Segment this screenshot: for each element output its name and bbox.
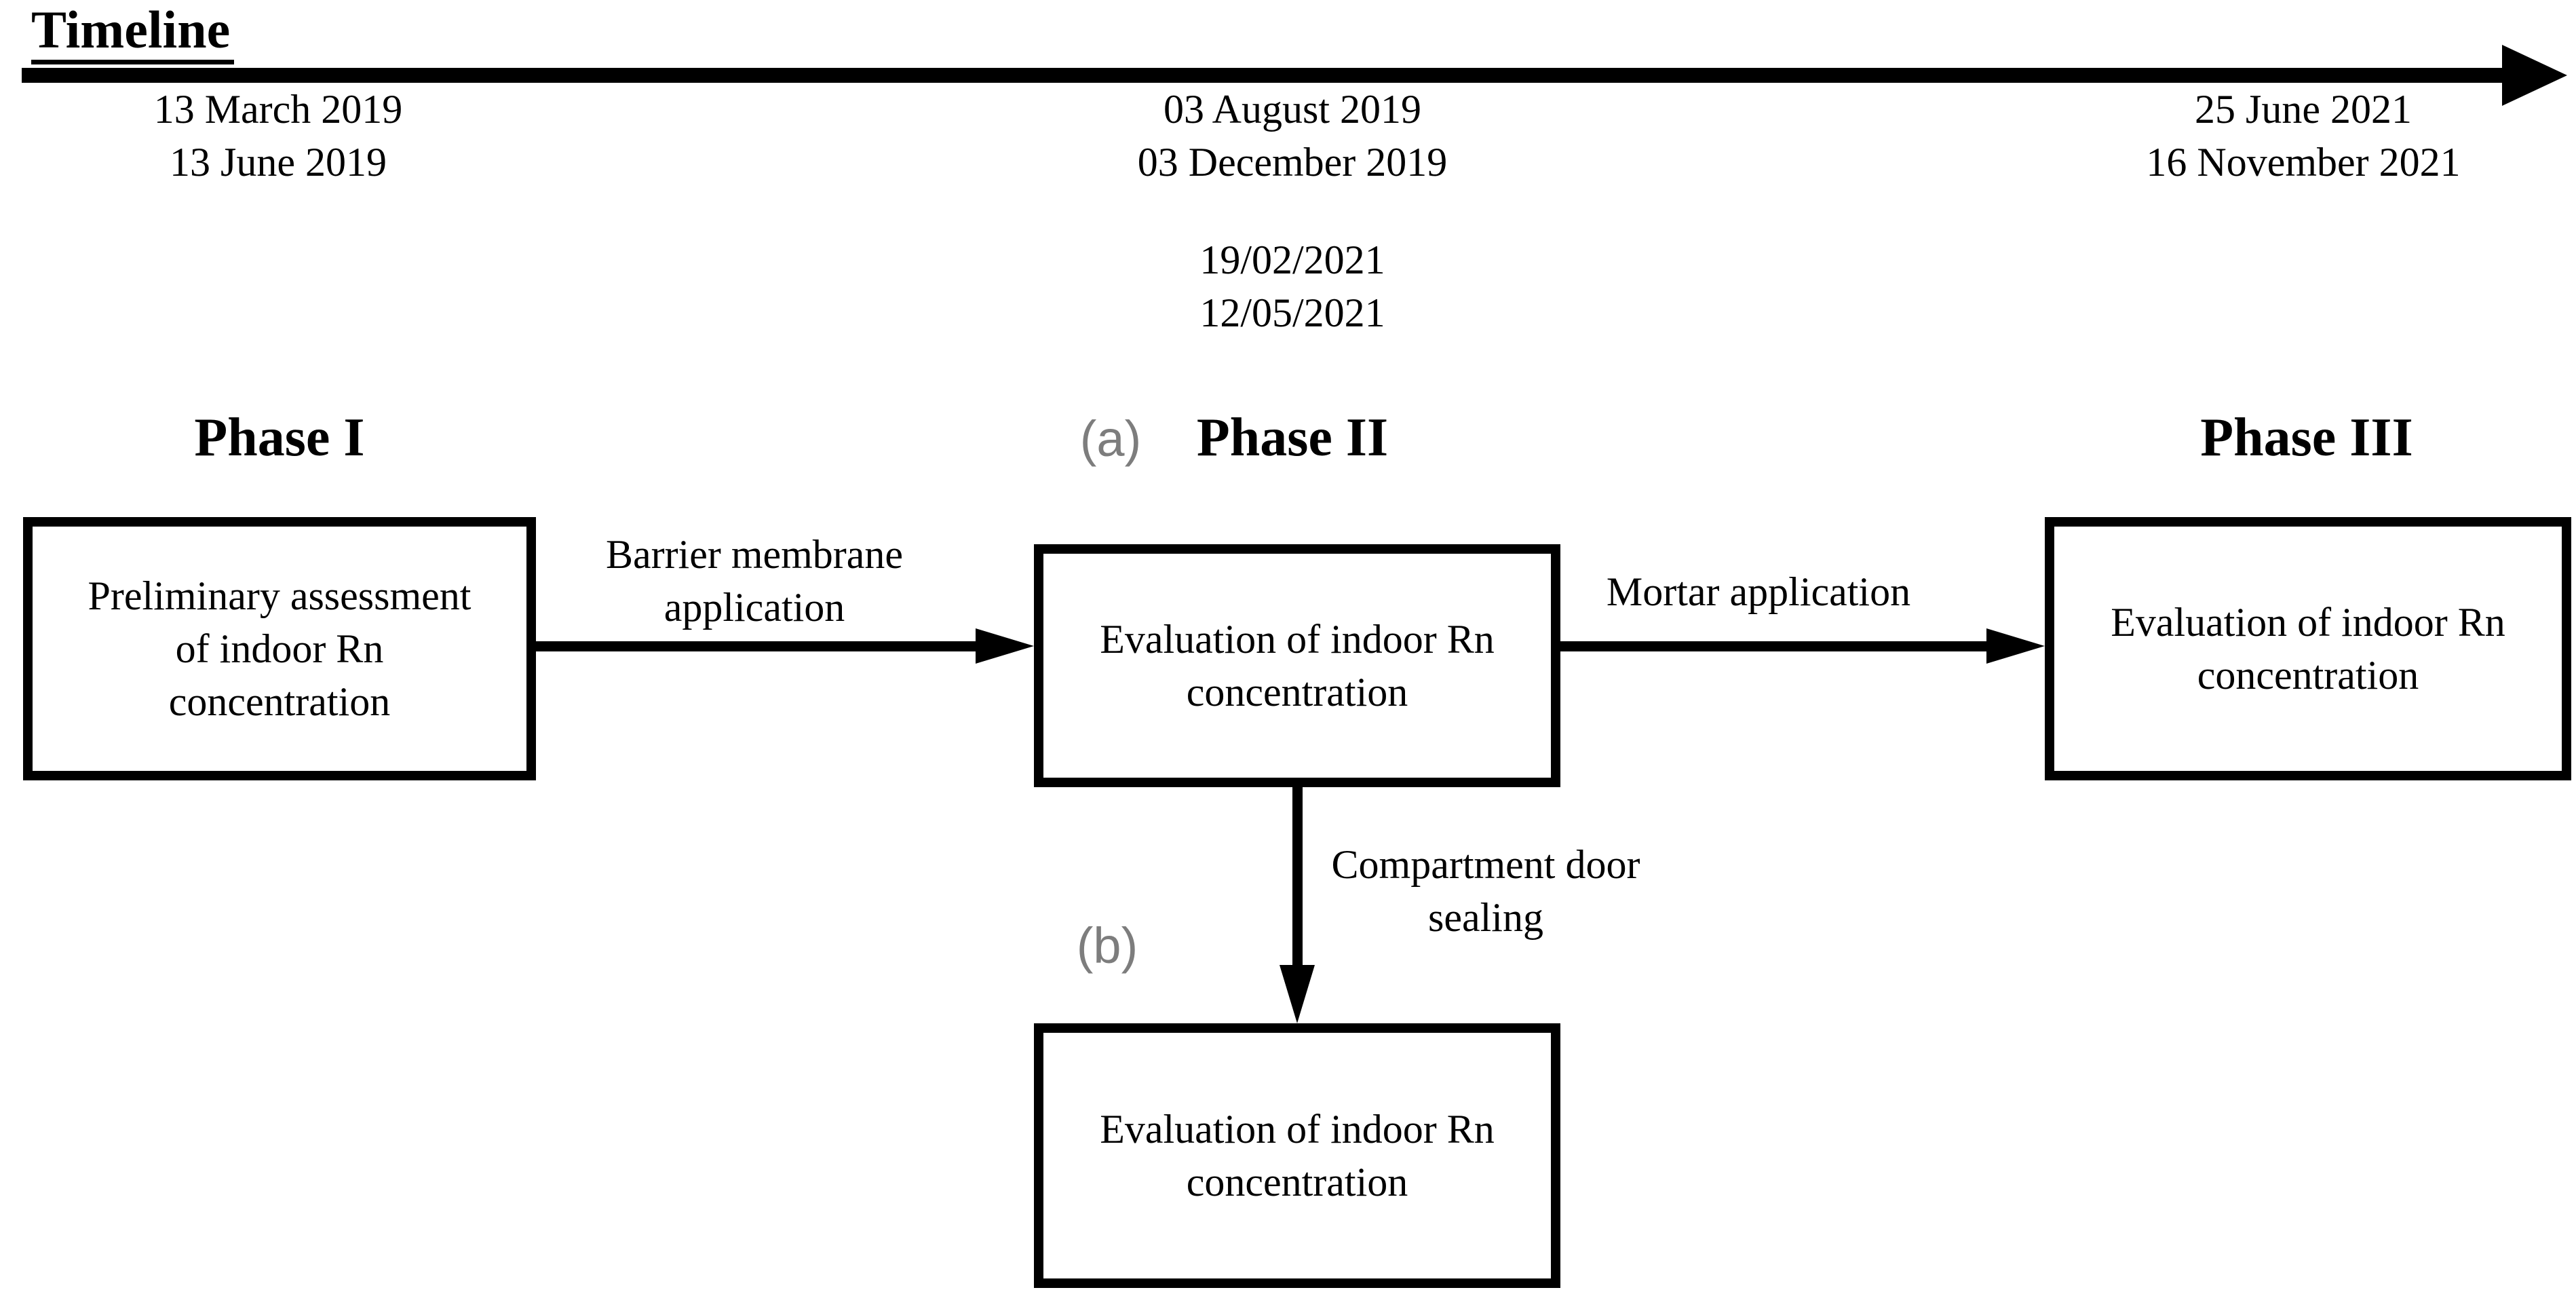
- arrow-label-compartment-door-sealing: Compartment door sealing: [1331, 842, 1640, 940]
- page-title: Timeline: [31, 0, 235, 64]
- date-group-phase2b: 19/02/2021 12/05/2021: [1199, 233, 1385, 339]
- arrow-label-barrier-membrane: Barrier membrane application: [605, 532, 904, 630]
- phase3-box: Evaluation of indoor Rn concentration: [2045, 517, 2571, 780]
- arrow-phase1-to-phase2-head-icon: [976, 628, 1034, 664]
- date-line: 25 June 2021: [2195, 87, 2412, 132]
- arrow-phase2-to-phase3-head-icon: [1986, 628, 2045, 664]
- date-line: 13 June 2019: [170, 140, 387, 185]
- date-line: 19/02/2021: [1199, 238, 1385, 282]
- date-line: 16 November 2021: [2146, 140, 2461, 185]
- phase2b-box: Evaluation of indoor Rn concentration: [1034, 1023, 1560, 1288]
- arrow-phase2-to-phase3: [1560, 641, 1986, 651]
- date-line: 13 March 2019: [153, 87, 403, 132]
- date-line: 12/05/2021: [1199, 290, 1385, 335]
- phase1-heading: Phase I: [194, 408, 365, 468]
- arrow-phase1-to-phase2: [536, 641, 976, 651]
- phase2-box: Evaluation of indoor Rn concentration: [1034, 544, 1560, 787]
- date-group-phase1: 13 March 2019 13 June 2019: [154, 83, 403, 189]
- arrow-phase2-to-phase2b: [1292, 786, 1303, 966]
- date-group-phase2: 03 August 2019 03 December 2019: [1138, 83, 1448, 189]
- timeline-arrowhead-icon: [2502, 45, 2567, 106]
- phase2-heading: Phase II: [1196, 408, 1389, 468]
- panel-label-b: (b): [1076, 917, 1138, 974]
- panel-label-a: (a): [1079, 411, 1142, 467]
- timeline-axis-line: [22, 68, 2505, 83]
- phase1-box: Preliminary assessment of indoor Rn conc…: [23, 517, 536, 780]
- date-line: 03 December 2019: [1137, 140, 1448, 185]
- date-group-phase3: 25 June 2021 16 November 2021: [2146, 83, 2460, 189]
- arrow-phase2-to-phase2b-head-icon: [1280, 965, 1315, 1023]
- phase3-heading: Phase III: [2200, 408, 2413, 468]
- arrow-label-mortar-application: Mortar application: [1606, 569, 1911, 614]
- date-line: 03 August 2019: [1163, 87, 1422, 132]
